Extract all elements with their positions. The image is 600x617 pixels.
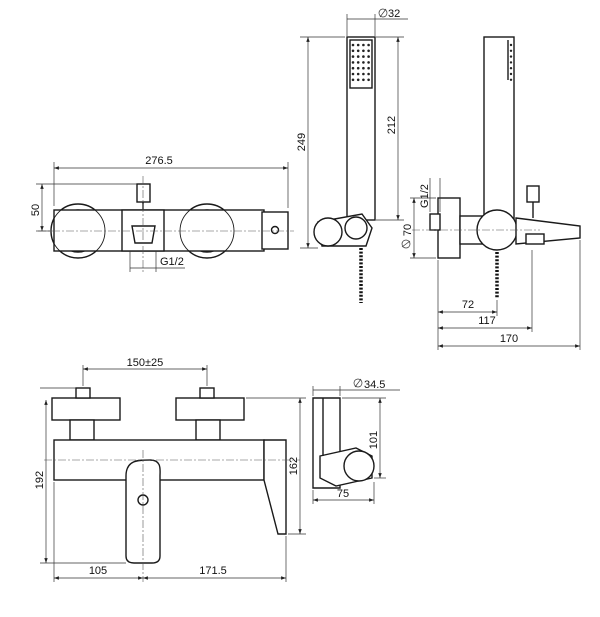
- nozzle-dot: [362, 43, 365, 47]
- nozzle-dot: [509, 67, 513, 70]
- holder-detail-view: 34.5 101 75: [312, 378, 400, 504]
- nozzle-dot: [367, 72, 370, 76]
- nozzle-dot: [362, 66, 365, 70]
- nozzle-dot: [351, 55, 355, 58]
- nozzle-dot: [356, 43, 360, 47]
- dim-shower-total: 249: [296, 133, 308, 151]
- nozzle-dot: [362, 78, 365, 82]
- nozzle-dot: [351, 61, 355, 64]
- nozzle-dot: [356, 72, 360, 76]
- dim-side-117: 117: [478, 315, 496, 327]
- dim-plan-192: 192: [34, 471, 46, 489]
- nozzle-dot: [509, 72, 513, 76]
- dim-front-50: 50: [30, 204, 42, 216]
- dim-holder-diameter: 34.5: [364, 379, 385, 391]
- nozzle-dot: [351, 66, 355, 70]
- nozzle-dot: [509, 55, 513, 58]
- nozzle-dot: [509, 61, 513, 64]
- dim-front-width: 276.5: [145, 155, 173, 167]
- dim-plan-105: 105: [89, 565, 107, 577]
- nozzle-dot: [351, 78, 355, 82]
- dim-holder-depth: 75: [337, 488, 349, 500]
- nozzle-dot: [509, 49, 513, 52]
- nozzle-dot: [509, 78, 513, 82]
- nozzle-dot: [351, 43, 355, 47]
- nozzle-dot: [356, 66, 360, 70]
- nozzle-dot: [367, 61, 370, 64]
- dim-plan-171-5: 171.5: [199, 565, 227, 577]
- dim-front-inlet: G1/2: [160, 256, 184, 268]
- nozzle-dot: [362, 72, 365, 76]
- plan-view: 150±25 192 162 105 171.5: [34, 357, 306, 582]
- hand-shower-front-view: 32 249 212: [296, 8, 408, 303]
- nozzle-dot: [356, 78, 360, 82]
- nozzle-dot: [367, 78, 370, 82]
- nozzle-dot: [367, 49, 370, 53]
- nozzle-dot: [356, 61, 360, 64]
- nozzle-dot: [367, 43, 370, 47]
- nozzle-dot: [351, 49, 355, 53]
- dim-side-72: 72: [462, 299, 474, 311]
- nozzle-dot: [362, 55, 365, 58]
- dim-shower-diameter: 32: [388, 8, 400, 20]
- nozzle-dot: [367, 55, 370, 58]
- nozzle-dot: [356, 49, 360, 53]
- nozzle-dot: [367, 66, 370, 70]
- nozzle-dot: [362, 61, 365, 64]
- dim-holder-height: 101: [368, 431, 380, 449]
- nozzle-dot: [351, 72, 355, 76]
- nozzle-dot: [509, 43, 513, 47]
- dim-side-inlet: G1/2: [419, 184, 431, 208]
- side-elevation-view: G1/2 70 72 117 170: [401, 36, 581, 350]
- dim-plan-162: 162: [288, 457, 300, 475]
- dim-side-diameter: 70: [402, 224, 414, 236]
- nozzle-dot: [356, 55, 360, 58]
- nozzle-dot: [362, 49, 365, 53]
- dim-side-170: 170: [500, 333, 518, 345]
- dim-shower-body: 212: [386, 116, 398, 134]
- dim-plan-spacing: 150±25: [127, 357, 164, 369]
- front-elevation-view: 276.5 50 G1/2: [30, 155, 294, 272]
